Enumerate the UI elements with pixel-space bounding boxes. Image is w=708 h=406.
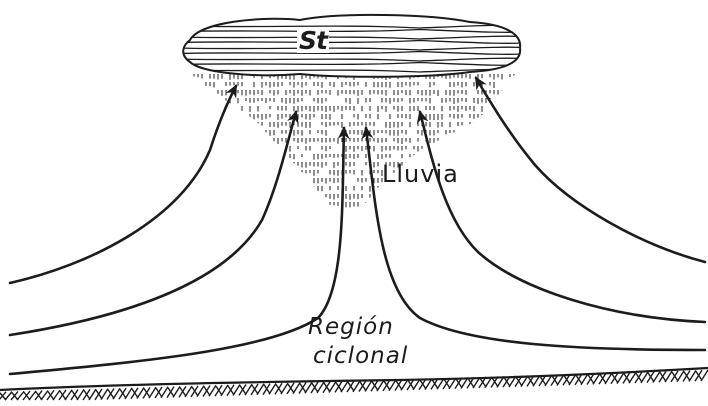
ground-hatching-icon xyxy=(0,368,708,400)
stratus-cloud-icon xyxy=(178,15,530,77)
region-label-line2: ciclonal xyxy=(313,345,408,368)
airflow-arrow-icon xyxy=(420,112,705,322)
airflow-arrow-icon xyxy=(476,78,705,262)
region-label-line1: Región xyxy=(308,316,394,339)
airflow-arrow-icon xyxy=(10,112,296,335)
rain-label: Lluvia xyxy=(382,162,459,186)
airflow-arrow-icon xyxy=(10,86,236,283)
cloud-label: St xyxy=(297,28,329,53)
airflow-arrow-icon xyxy=(10,128,344,374)
rain-hatching-icon xyxy=(186,74,518,208)
